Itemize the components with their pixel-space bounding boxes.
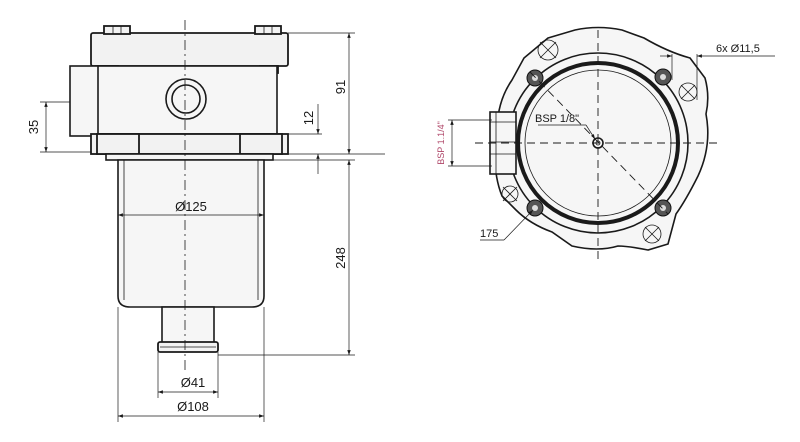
svg-text:12: 12 [301,111,316,125]
ear-hole-3 [642,224,662,244]
svg-text:35: 35 [26,120,41,134]
top-view: BSP 1/8" BSP 1.1/4" 175 6x Ø11,5 [436,26,775,262]
inlet-boss [69,65,99,137]
filter-head-body [95,65,278,135]
bolt-head-se [654,199,672,217]
svg-text:BSP 1.1/4": BSP 1.1/4" [436,121,446,165]
svg-text:Ø108: Ø108 [177,399,209,414]
dim-inlet-height: 35 [26,101,91,153]
top-bolt-left [103,25,131,35]
svg-text:91: 91 [333,80,348,94]
svg-text:175: 175 [480,228,498,240]
ear-hole-4 [501,185,519,203]
outlet-stub [161,306,215,346]
bolt-head-ne [654,68,672,86]
gauge-port-label: BSP 1/8" [535,113,579,125]
top-cover-plate [90,32,289,67]
svg-text:6x Ø11,5: 6x Ø11,5 [716,43,760,55]
dim-head-height: 91 [288,32,385,155]
svg-text:248: 248 [333,247,348,269]
gauge-port-outer [165,78,207,120]
filter-bowl [117,159,265,308]
bolt-head-nw [526,69,544,87]
dim-holes: 6x Ø11,5 [660,43,775,100]
top-bolt-right [254,25,282,35]
top-diag-line [529,71,669,215]
dim-flange-thickness: 12 [288,104,322,174]
flange-ring [105,153,274,161]
dim-total-height: 248 [218,159,355,356]
flange-pad-left [96,133,140,155]
flange-pad-right [239,133,283,155]
svg-text:Ø41: Ø41 [181,375,206,390]
dim-outlet-diameter: Ø41 [157,352,219,398]
gauge-port-inner [171,84,201,114]
dim-inlet-port: BSP 1.1/4" [436,119,492,167]
ear-hole-1 [537,39,559,61]
dim-pitch: 175 [480,209,534,241]
side-view: 35 91 12 Ø125 248 [26,20,385,422]
dim-bowl-diameter: Ø125 [118,199,264,217]
dim-body-diameter: Ø108 [117,307,265,422]
svg-text:Ø125: Ø125 [175,199,207,214]
